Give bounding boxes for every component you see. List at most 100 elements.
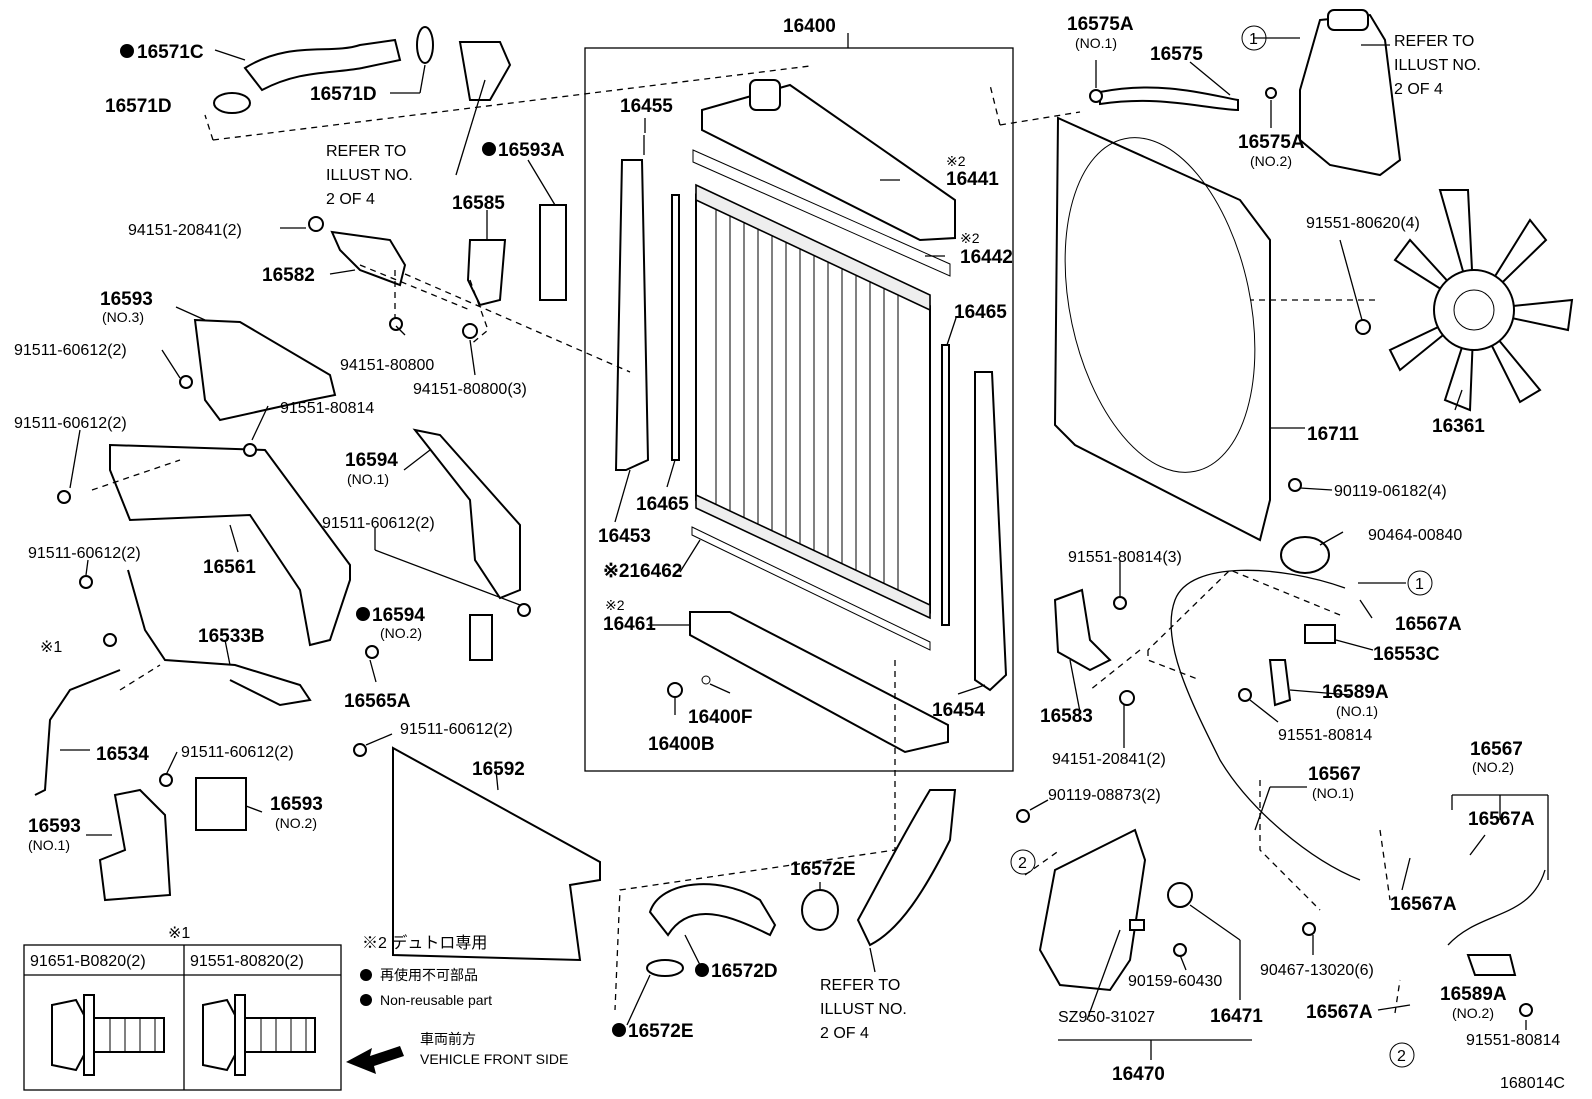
label-16567-no1-sub: (NO.1) xyxy=(1312,785,1354,801)
hose-clamp-16572E-a xyxy=(646,959,684,977)
hose-16575 xyxy=(1099,86,1239,112)
label-91511-60612-a: 91511-60612(2) xyxy=(14,342,127,359)
label-90119-08873: 90119-08873(2) xyxy=(1048,787,1161,804)
label-16567-no1: 16567 xyxy=(1308,764,1361,785)
label-16593-no3: 16593 xyxy=(100,289,153,310)
bracket-16589A-no1 xyxy=(1268,659,1292,707)
legend-front-jp: 車両前方 xyxy=(420,1031,476,1047)
legend-nonreusable-en: Non-reusable part xyxy=(380,992,492,1008)
label-16593-no1-sub: (NO.1) xyxy=(28,837,70,853)
shroud-16593-no3 xyxy=(193,318,337,422)
legend-note1-title: ※1 xyxy=(168,925,190,942)
label-94151-20841-a: 94151-20841(2) xyxy=(128,222,242,239)
fan-shroud xyxy=(1053,116,1271,542)
illustration-code: 168014C xyxy=(1500,1075,1565,1092)
legend-col2-header: 91551-80820(2) xyxy=(190,953,304,970)
label-91511-60612-e: 91511-60612(2) xyxy=(400,721,513,738)
reservoir-hose-16567 xyxy=(1170,569,1361,881)
label-16593-no2: 16593 xyxy=(270,794,323,815)
label-16565A: 16565A xyxy=(344,691,411,712)
label-16594-no1: 16594 xyxy=(345,450,398,471)
ref-circle-1-a-text: 1 xyxy=(1249,31,1258,48)
ref-circle-2-a-text: 2 xyxy=(1018,855,1027,872)
hose-clamp-16571D-a xyxy=(416,26,434,64)
label-16575A-no2-sub: (NO.2) xyxy=(1250,153,1292,169)
refer-note-3-line2: ILLUST NO. xyxy=(820,1001,907,1018)
water-inlet-pipe xyxy=(458,41,512,101)
label-16561: 16561 xyxy=(203,557,256,578)
refer-note-2-line1: REFER TO xyxy=(1394,33,1474,50)
lower-cover-16592 xyxy=(392,746,601,962)
label-91551-80814-b: 91551-80814 xyxy=(1278,727,1372,744)
label-90119-06182: 90119-06182(4) xyxy=(1334,483,1447,500)
plate-16593-no2 xyxy=(195,777,247,831)
hose-clamp-16572E-b xyxy=(801,889,839,931)
label-16465-a: 16465 xyxy=(954,302,1007,323)
radiator-upper-tank xyxy=(701,79,956,242)
nonreusable-icon xyxy=(360,969,372,981)
bracket-16582 xyxy=(330,230,407,287)
bracket-16593A xyxy=(539,204,567,301)
ref-circle-1-b-text: 1 xyxy=(1415,576,1424,593)
bracket-16583 xyxy=(1053,588,1112,672)
label-16593-no3-sub: (NO.3) xyxy=(102,309,144,325)
label-90464-00840: 90464-00840 xyxy=(1368,527,1462,544)
label-16711: 16711 xyxy=(1307,424,1359,445)
label-16567A-c: 16567A xyxy=(1390,894,1457,915)
radiator-core xyxy=(695,183,931,620)
refer-note-1-line2: ILLUST NO. xyxy=(326,167,413,184)
lower-hose-16572D xyxy=(648,883,777,937)
refer-note-1-line3: 2 OF 4 xyxy=(326,191,375,208)
refer-note-1-line1: REFER TO xyxy=(326,143,406,160)
part-labels: 16400 16571C 16571D 16571D REFER TO ILLU… xyxy=(14,14,1565,1092)
label-91551-80814-3: 91551-80814(3) xyxy=(1068,549,1182,566)
label-16471: 16471 xyxy=(1210,1006,1263,1027)
label-16533B: 16533B xyxy=(198,626,265,647)
legend-front-en: VEHICLE FRONT SIDE xyxy=(420,1051,568,1067)
label-91511-60612-b: 91511-60612(2) xyxy=(14,415,127,432)
refer-note-2-line2: ILLUST NO. xyxy=(1394,57,1481,74)
label-16575A-no1: 16575A xyxy=(1067,14,1134,35)
hose-16567-no2 xyxy=(1447,869,1546,946)
nonreusable-icon xyxy=(612,1023,626,1037)
label-90467-13020: 90467-13020(6) xyxy=(1260,962,1374,979)
stay-16534 xyxy=(34,669,121,796)
drain-cock-oring xyxy=(701,675,711,685)
legend-col1-header: 91651-B0820(2) xyxy=(30,953,146,970)
ref-circle-1-b xyxy=(1407,570,1433,596)
ref-circle-2-b-text: 2 xyxy=(1397,1048,1406,1065)
label-94151-80800-3: 94151-80800(3) xyxy=(413,381,527,398)
label-16454: 16454 xyxy=(932,700,985,721)
drain-cock xyxy=(667,682,683,698)
seal-right xyxy=(941,344,950,626)
label-16571D-a: 16571D xyxy=(105,96,172,117)
label-16572E: 16572E xyxy=(790,859,856,880)
bolt-legend: ※1 91651-B0820(2) 91551-80820(2) xyxy=(23,925,342,1091)
label-16441-note: ※2 xyxy=(946,153,966,169)
side-bracket-right xyxy=(974,371,1008,692)
band-90464 xyxy=(1280,536,1330,574)
radiator-lower-tank xyxy=(689,611,949,754)
label-91511-60612-f: 91511-60612(2) xyxy=(181,744,294,761)
legend-nonreusable-jp: 再使用不可部品 xyxy=(380,967,478,983)
nonreusable-icon xyxy=(356,607,370,621)
refer-note-3-line3: 2 OF 4 xyxy=(820,1025,869,1042)
label-16589A-no1: 16589A xyxy=(1322,682,1389,703)
ref-circle-2-b xyxy=(1389,1042,1415,1068)
lower-gasket xyxy=(691,526,931,651)
hose-clamp-16571D-b xyxy=(213,92,251,114)
flange-bolt-icon-1 xyxy=(51,994,165,1076)
clip-16553C xyxy=(1304,624,1336,644)
radiator-assembly-frame xyxy=(584,47,1014,772)
label-16583: 16583 xyxy=(1040,706,1093,727)
reserve-tank xyxy=(1038,828,1193,992)
bracket-16585 xyxy=(466,239,507,307)
label-16453: 16453 xyxy=(598,526,651,547)
upper-hose-16571C xyxy=(243,38,402,92)
notes-legend: ※2 デュトロ専用 再使用不可部品 Non-reusable part 車両前方… xyxy=(346,933,568,1074)
label-16361: 16361 xyxy=(1432,416,1485,437)
label-16589A-no1-sub: (NO.1) xyxy=(1336,703,1378,719)
bracket-16589A-no2 xyxy=(1466,954,1517,976)
label-16593-no1: 16593 xyxy=(28,816,81,837)
